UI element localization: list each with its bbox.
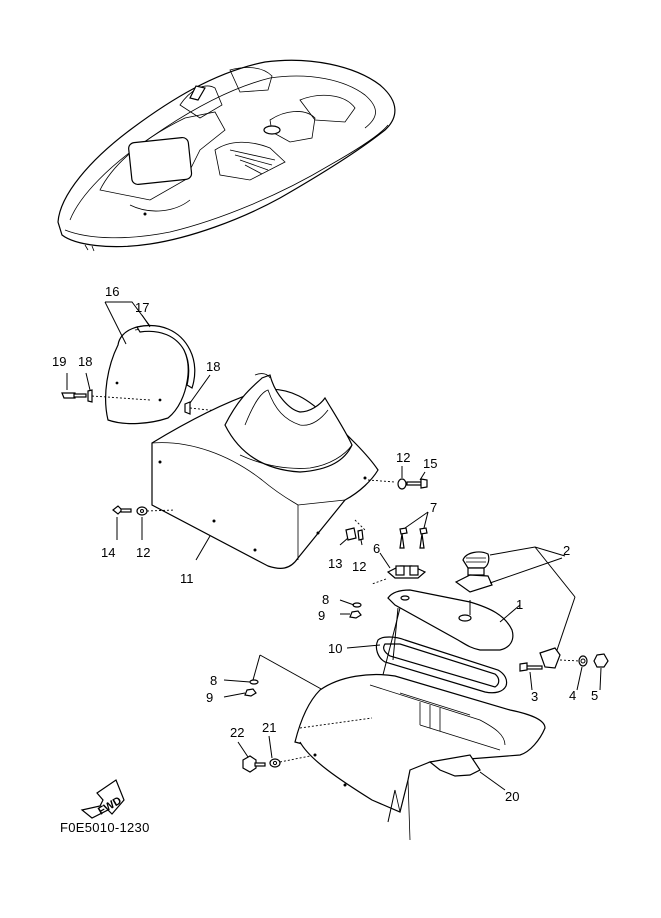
callout-9-upper: 9 [318, 608, 325, 623]
callout-12-top: 12 [396, 450, 410, 465]
callout-11: 11 [180, 571, 194, 586]
callout-12-left: 12 [136, 545, 150, 560]
callout-17: 17 [135, 300, 149, 315]
storage-box-part-20 [294, 673, 546, 841]
callout-16: 16 [105, 284, 119, 299]
callout-3: 3 [531, 689, 538, 704]
callout-20: 20 [505, 789, 519, 804]
callout-4: 4 [569, 688, 576, 703]
boat-overview [57, 59, 396, 252]
gasket-part-10 [346, 607, 508, 719]
callout-6: 6 [373, 541, 380, 556]
callout-21: 21 [262, 720, 276, 735]
screws-part-7 [399, 511, 429, 549]
callout-labels: 1 2 3 4 5 6 7 8 8 9 9 10 11 12 12 12 13 … [52, 284, 598, 804]
console-fasteners-right [339, 466, 428, 546]
callout-7: 7 [430, 500, 437, 515]
callout-5: 5 [591, 688, 598, 703]
callout-8-lower: 8 [210, 673, 217, 688]
callout-12-lower: 12 [352, 559, 366, 574]
callout-15: 15 [423, 456, 437, 471]
fasteners-8-9-lower [223, 654, 324, 698]
fwd-label: FWD [96, 795, 124, 818]
callout-18-left: 18 [78, 354, 92, 369]
fasteners-21-22 [237, 735, 311, 773]
console-fasteners-left [112, 505, 176, 540]
callout-13: 13 [328, 556, 342, 571]
latch-hardware [519, 647, 609, 691]
console-part-11 [151, 373, 396, 569]
callout-19: 19 [52, 354, 66, 369]
hatch-cover-part-1 [387, 589, 521, 651]
callout-9-lower: 9 [206, 690, 213, 705]
callout-10: 10 [328, 641, 342, 656]
fasteners-8-9-upper [339, 599, 362, 619]
fwd-direction-arrow: FWD [80, 779, 125, 819]
windshield-assembly [104, 301, 196, 425]
callout-8-upper: 8 [322, 592, 329, 607]
drawing-code: F0E5010-1230 [60, 820, 150, 835]
callout-18-right: 18 [206, 359, 220, 374]
callout-14: 14 [101, 545, 115, 560]
callout-2: 2 [563, 543, 570, 558]
callout-1: 1 [516, 597, 523, 612]
cap-part-2 [454, 546, 576, 657]
callout-22: 22 [230, 725, 244, 740]
hinge-part-6 [371, 552, 427, 585]
